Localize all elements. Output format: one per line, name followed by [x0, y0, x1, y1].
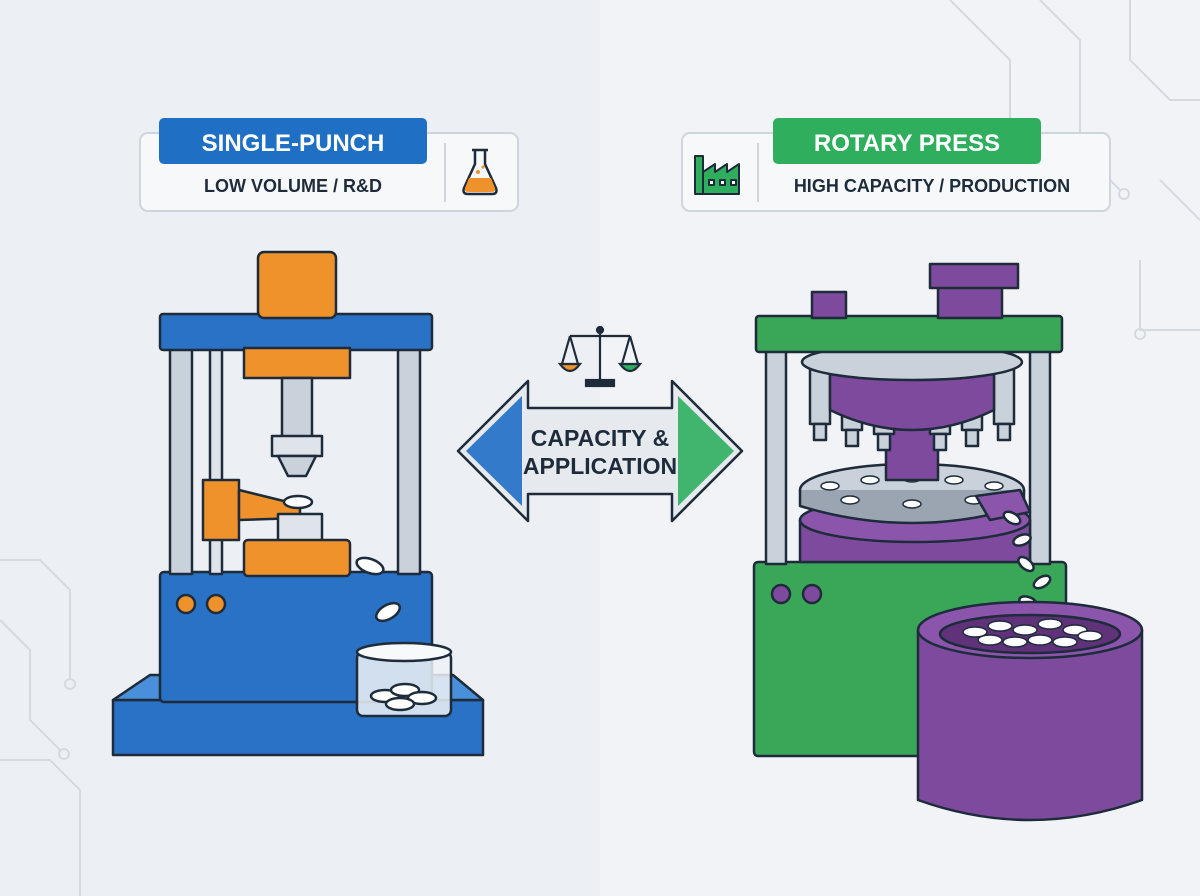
left-indicator-light-2 [205, 593, 227, 615]
left-upper-punch-rod [280, 376, 314, 440]
factory-icon [694, 155, 740, 195]
left-badge-label: SINGLE-PUNCH [202, 130, 385, 157]
right-indicator-light-1 [770, 583, 792, 605]
left-column-2 [396, 346, 422, 576]
single-punch-machine [111, 250, 485, 757]
left-subtitle: LOW VOLUME / R&D [204, 176, 382, 196]
left-header: SINGLE-PUNCH LOW VOLUME / R&D [139, 118, 519, 212]
left-feed-shoe [201, 478, 241, 542]
left-collection-jar [355, 641, 453, 718]
left-lower-punch-block [242, 538, 352, 578]
right-top-crossbar [754, 314, 1064, 354]
left-indicator-light-1 [175, 593, 197, 615]
discharge-chute [974, 488, 1032, 522]
right-falling-tablets [1002, 510, 1052, 609]
left-column-1 [168, 346, 194, 576]
right-column-2 [1028, 346, 1052, 566]
double-arrow [456, 379, 744, 523]
right-subtitle: HIGH CAPACITY / PRODUCTION [794, 176, 1070, 196]
balance-scale-icon [557, 325, 643, 388]
left-top-crossbar [158, 312, 434, 352]
upper-cam [828, 366, 996, 432]
right-collection-bin [916, 600, 1144, 822]
left-die [276, 512, 324, 544]
left-badge [159, 118, 427, 164]
flask-icon [462, 148, 498, 196]
center-label-line2: APPLICATION [523, 453, 677, 479]
left-upper-punch-housing [256, 250, 338, 320]
right-badge [773, 118, 1041, 164]
center-label-line1: CAPACITY & [531, 425, 669, 451]
right-indicator-light-2 [801, 583, 823, 605]
rotary-press-machine [752, 262, 1144, 822]
center-comparison: CAPACITY & APPLICATION [456, 325, 744, 523]
right-column-1 [764, 346, 788, 566]
left-falling-tablets [355, 556, 402, 623]
right-header: ROTARY PRESS HIGH CAPACITY / PRODUCTION [681, 118, 1111, 212]
right-badge-label: ROTARY PRESS [814, 130, 1000, 157]
right-top-drive [928, 262, 1020, 290]
